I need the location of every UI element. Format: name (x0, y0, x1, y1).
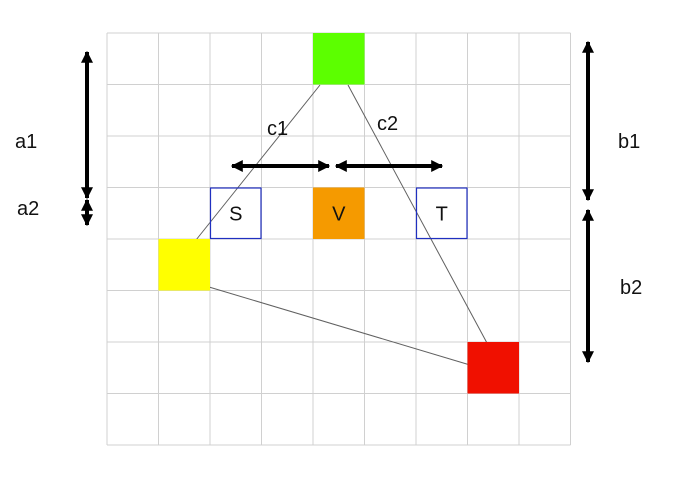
label-b2: b2 (620, 277, 642, 299)
edge-green-yellow (195, 84, 321, 241)
label-a2: a2 (17, 198, 39, 220)
dimension-labels: a1 a2 b1 b2 c1 c2 (15, 113, 642, 299)
square-green (313, 33, 365, 85)
edge-yellow-red (208, 286, 471, 366)
box-S-label: S (229, 203, 242, 225)
label-b1: b1 (618, 131, 640, 153)
square-yellow (158, 239, 210, 291)
square-red (467, 342, 519, 394)
label-c2: c2 (377, 113, 398, 135)
box-S (209, 187, 262, 240)
box-T-label: T (436, 203, 448, 225)
box-T (415, 187, 468, 240)
edge-green-red (347, 84, 488, 344)
dimension-arrows (81, 40, 594, 364)
square-orange-label: V (332, 203, 346, 225)
square-orange (313, 187, 365, 239)
label-a1: a1 (15, 131, 37, 153)
label-c1: c1 (267, 118, 288, 140)
